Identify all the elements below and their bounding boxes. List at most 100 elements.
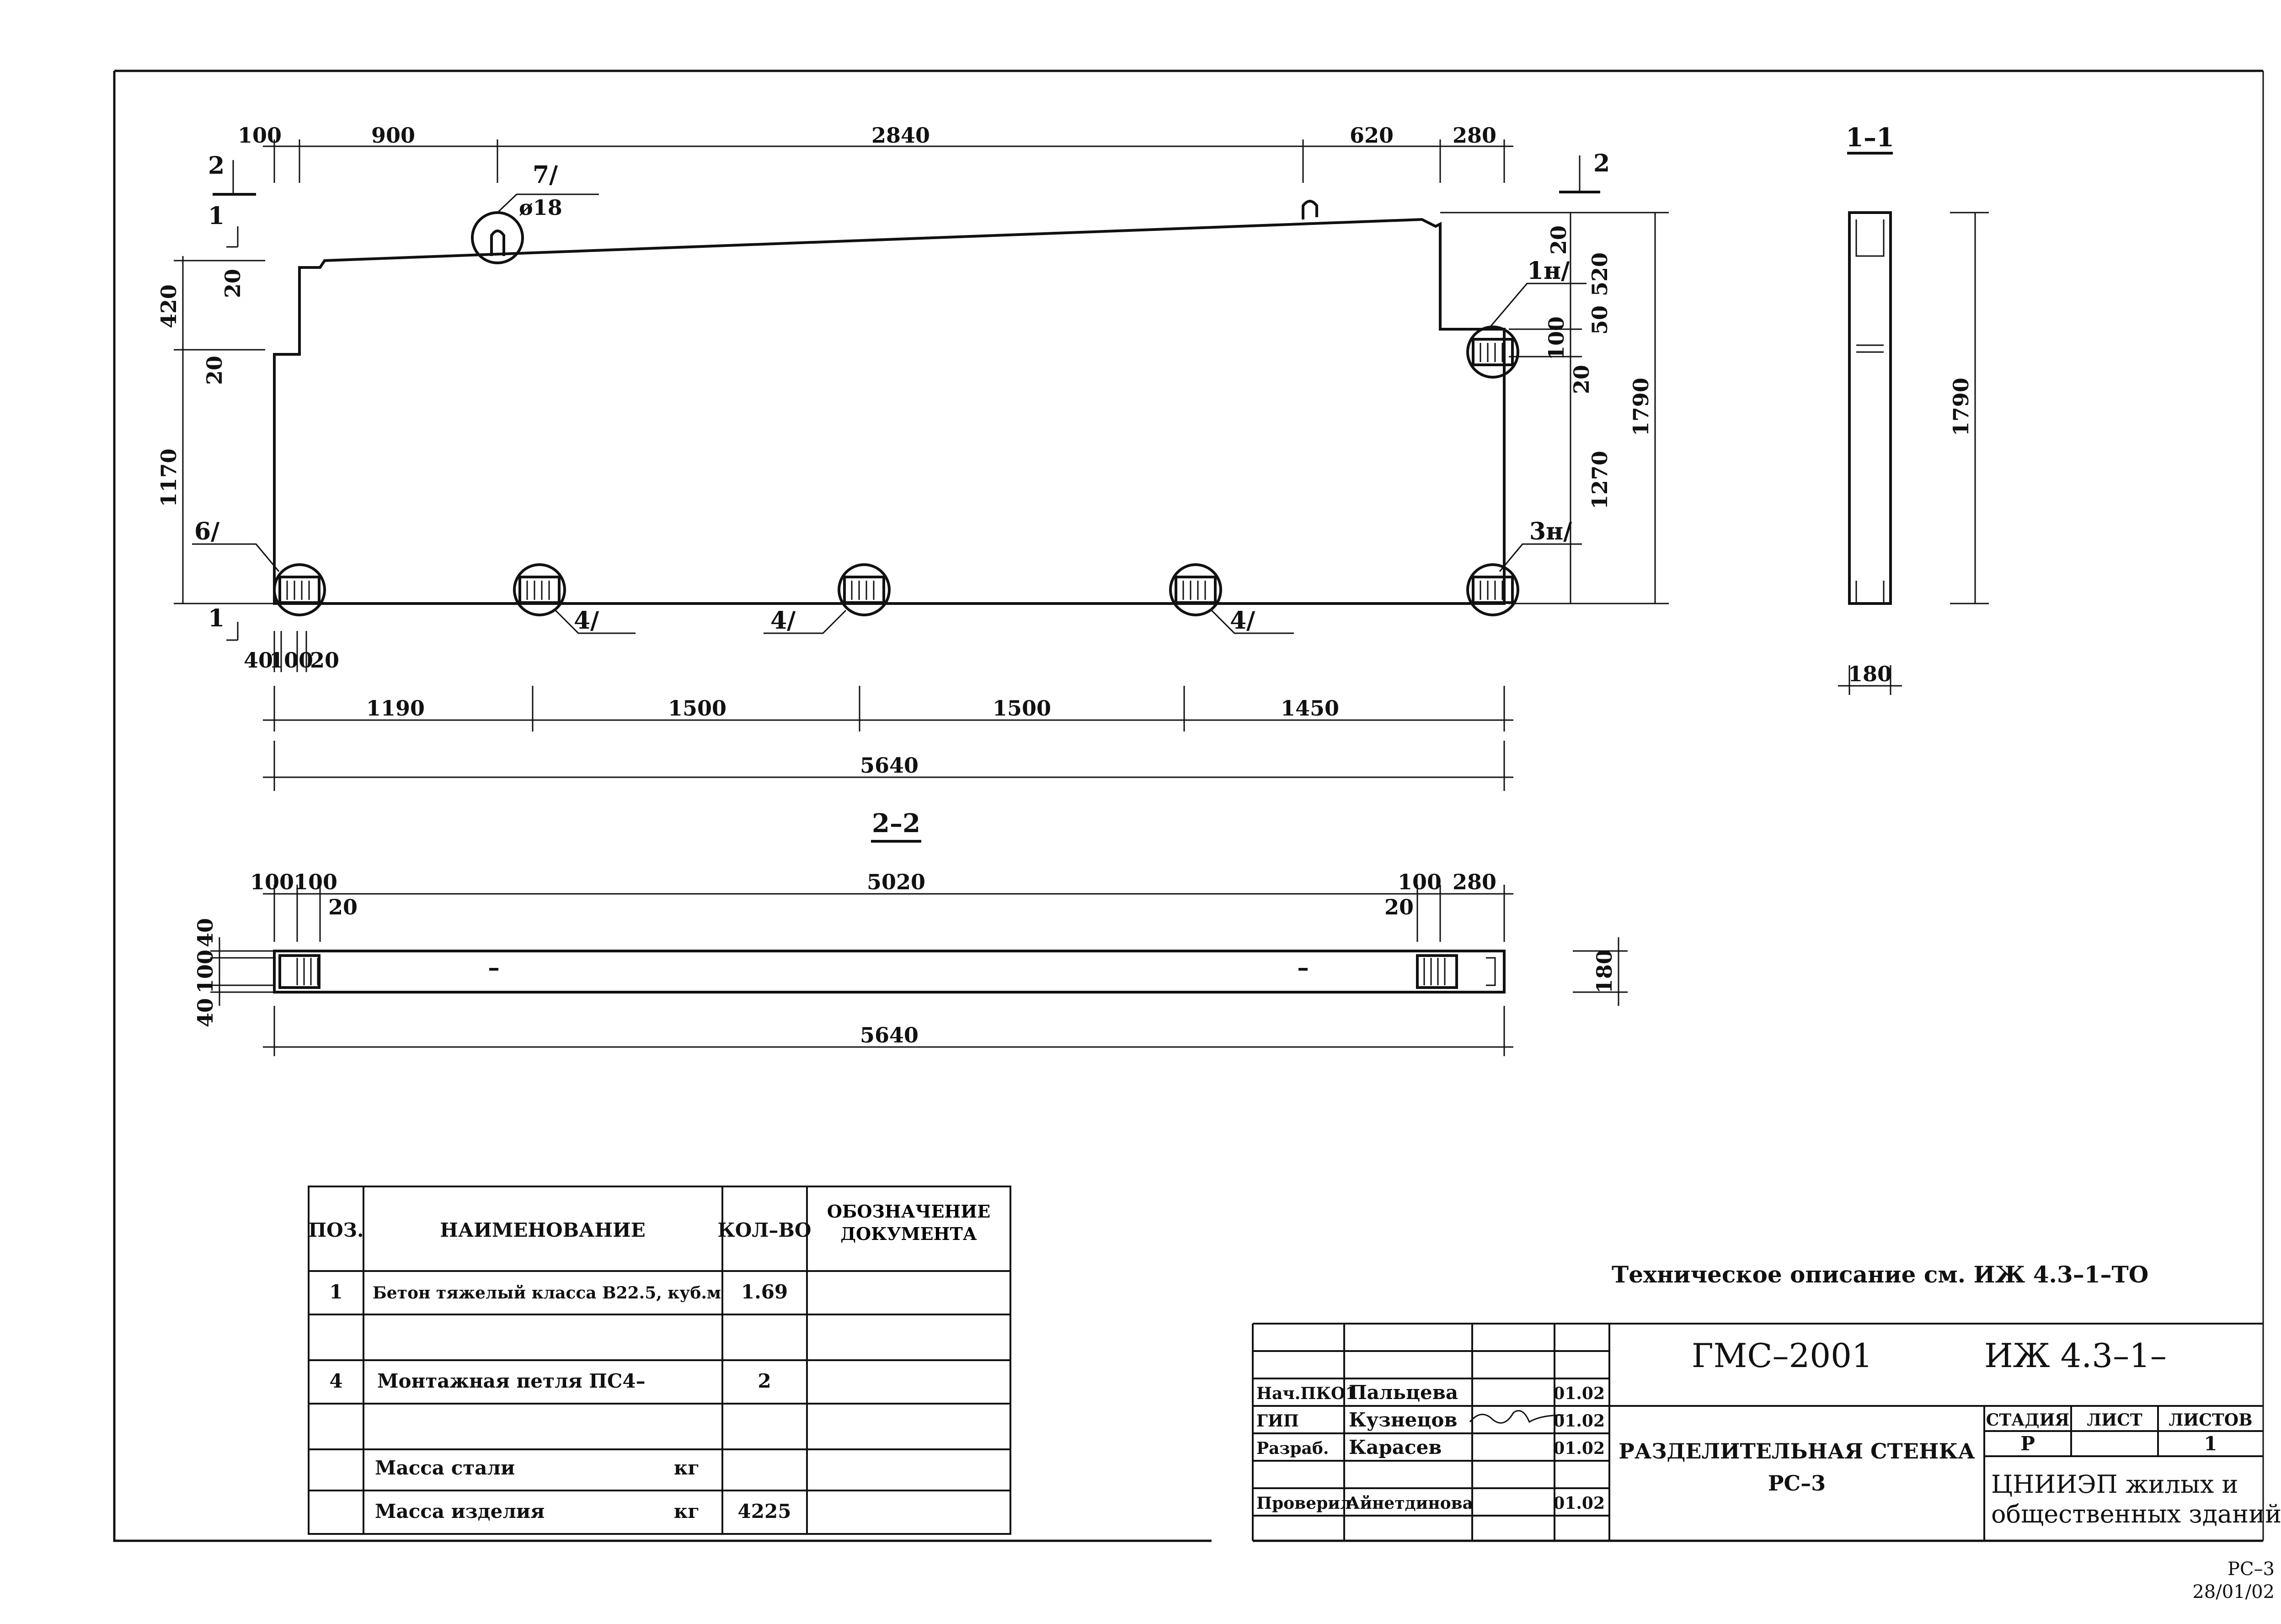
callout-6: 6/ <box>194 518 219 545</box>
front-elevation: 7/ ø18 6/ 1н/ 3н/ 4/ 4/ 4/ 2 2 1 1 <box>156 123 1669 791</box>
plan-2-2-outline <box>273 950 1506 994</box>
cut-mark-2-left: 2 <box>208 152 256 196</box>
staff-role-2: ГИП <box>1256 1411 1299 1431</box>
svg-text:280: 280 <box>1453 870 1496 894</box>
svg-text:40: 40 <box>193 918 218 947</box>
svg-text:280: 280 <box>1453 123 1496 148</box>
svg-text:1: 1 <box>208 202 224 230</box>
svg-text:1790: 1790 <box>1949 378 1973 436</box>
staff-name-3: Карасев <box>1349 1436 1442 1458</box>
staff-name-4: Айнетдинова <box>1346 1494 1473 1513</box>
title-org-line2: общественных зданий <box>1991 1500 2281 1528</box>
title-code: ИЖ 4.3–1– <box>1984 1336 2167 1375</box>
dim-chain-top: 100 900 2840 620 280 <box>238 123 1513 183</box>
cut-mark-2-right: 2 <box>1559 150 1610 193</box>
svg-text:20: 20 <box>1384 895 1414 919</box>
footer-code: РС–3 <box>2228 1559 2275 1580</box>
plan-plate-right <box>1416 954 1458 989</box>
embedded-plate-bottom-3 <box>838 563 891 616</box>
leader-4b <box>764 609 847 634</box>
svg-text:1450: 1450 <box>1281 696 1339 721</box>
svg-text:520: 520 <box>1587 252 1612 296</box>
staff-name-2: Кузнецов <box>1349 1409 1458 1431</box>
svg-text:2840: 2840 <box>871 123 930 148</box>
leader-4c <box>1211 609 1294 634</box>
svg-text:620: 620 <box>1350 123 1394 148</box>
title-project: ГМС–2001 <box>1692 1336 1873 1375</box>
spec-header-qty: КОЛ–ВО <box>717 1219 811 1241</box>
lifting-loop-right <box>1302 200 1318 219</box>
embedded-plate-bottom-left <box>273 563 326 616</box>
plan-plate-left <box>278 954 321 989</box>
svg-text:2: 2 <box>208 152 224 180</box>
svg-text:420: 420 <box>156 284 181 328</box>
spec-row3-name: Монтажная петля ПС4– <box>377 1370 646 1392</box>
svg-text:20: 20 <box>202 356 227 385</box>
callout-4-c: 4/ <box>1230 607 1255 635</box>
svg-text:100: 100 <box>269 648 313 673</box>
staff-role-3: Разраб. <box>1256 1439 1329 1458</box>
svg-text:5020: 5020 <box>867 870 925 894</box>
svg-text:20: 20 <box>310 648 339 673</box>
staff-date-2: 01.02 <box>1553 1411 1605 1431</box>
svg-text:20: 20 <box>1569 365 1594 394</box>
svg-text:100: 100 <box>1544 316 1569 360</box>
section-1-1: 1–1 1790 180 <box>1838 123 1989 695</box>
dim-chain-left: 420 20 20 1170 <box>156 256 274 604</box>
leader-6 <box>192 543 280 572</box>
technical-note: Техническое описание см. ИЖ 4.3–1–ТО <box>1612 1261 2148 1288</box>
embedded-plate-bottom-right <box>1466 563 1519 616</box>
staff-role-1: Нач.ПКО1 <box>1256 1384 1357 1403</box>
svg-text:1500: 1500 <box>993 696 1051 721</box>
dim-chain-right: 20 520 100 50 20 1270 1790 <box>1440 212 1669 604</box>
svg-text:1: 1 <box>208 604 224 632</box>
signature <box>1469 1410 1564 1424</box>
svg-text:50: 50 <box>1587 305 1612 335</box>
svg-text:100: 100 <box>294 870 337 894</box>
title-sheet-header: ЛИСТ <box>2087 1410 2142 1430</box>
title-name-line2: РС–3 <box>1768 1471 1826 1496</box>
svg-text:180: 180 <box>1592 950 1617 994</box>
callout-1n: 1н/ <box>1527 257 1570 285</box>
spec-row1-name: Бетон тяжелый класса В22.5, куб.м <box>373 1283 721 1303</box>
callout-phi18: ø18 <box>519 195 562 220</box>
plan-2-2-title: 2–2 <box>872 808 920 839</box>
leader-3n <box>1499 543 1582 572</box>
embedded-plate-right-upper <box>1466 326 1519 379</box>
svg-text:100: 100 <box>193 950 218 994</box>
staff-date-4: 01.02 <box>1553 1494 1605 1513</box>
svg-text:100: 100 <box>1398 870 1442 894</box>
dim-chain-bottom-small: 40 100 20 <box>244 631 339 673</box>
cut-mark-1-top: 1 <box>208 202 239 248</box>
spec-row3-qty: 2 <box>758 1370 771 1392</box>
spec-row6-qty: 4225 <box>738 1500 791 1522</box>
sheet-frame <box>113 69 2263 1542</box>
embedded-plate-bottom-2 <box>513 563 566 616</box>
spec-row5-unit: кг <box>674 1457 700 1479</box>
callout-4-a: 4/ <box>574 607 599 635</box>
spec-row5-name: Масса стали <box>375 1457 515 1479</box>
title-stage: Р <box>2020 1432 2035 1455</box>
svg-text:1270: 1270 <box>1587 451 1612 509</box>
spec-header-pos: ПОЗ. <box>308 1219 363 1241</box>
title-sheet: 1 <box>2204 1432 2217 1455</box>
leader-1n <box>1487 283 1587 330</box>
svg-text:1790: 1790 <box>1629 378 1653 436</box>
title-sheets-header: ЛИСТОВ <box>2169 1410 2252 1430</box>
cut-mark-1-bottom: 1 <box>208 604 239 641</box>
svg-text:180: 180 <box>1848 662 1892 686</box>
svg-text:1190: 1190 <box>366 696 425 721</box>
svg-text:900: 900 <box>371 123 415 148</box>
staff-role-4: Проверил <box>1256 1494 1352 1513</box>
staff-date-1: 01.02 <box>1553 1384 1605 1403</box>
svg-text:100: 100 <box>238 123 282 148</box>
svg-text:40: 40 <box>244 648 273 673</box>
footer-date: 28/01/02 <box>2192 1581 2275 1603</box>
leader-4a <box>555 609 636 634</box>
svg-text:1500: 1500 <box>668 696 727 721</box>
spec-row1-qty: 1.69 <box>741 1281 788 1303</box>
spec-row6-unit: кг <box>674 1500 700 1522</box>
spec-row3-pos: 4 <box>329 1370 342 1392</box>
title-block: ГМС–2001 ИЖ 4.3–1– РАЗДЕЛИТЕЛЬНАЯ СТЕНКА… <box>1252 1323 2281 1541</box>
